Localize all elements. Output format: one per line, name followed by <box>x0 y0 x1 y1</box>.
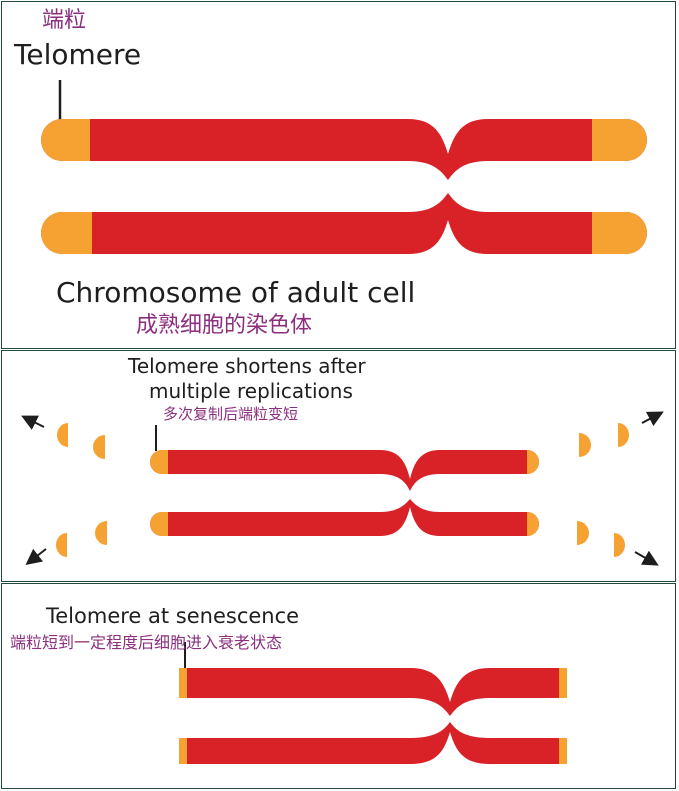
senescent-cap-right-upper <box>559 668 567 698</box>
telomere-cap-right-lower <box>592 212 647 254</box>
short-lower-chromatid <box>150 499 539 536</box>
short-cap-left-upper <box>150 450 168 474</box>
senescent-lower-chromatid <box>179 722 567 764</box>
short-cap-right-upper <box>527 450 539 474</box>
senescence-graphic <box>179 642 567 764</box>
senescence-caption-zh: 端粒短到一定程度后细胞进入衰老状态 <box>10 633 283 652</box>
lower-chromatid <box>41 193 647 254</box>
short-cap-right-lower <box>527 512 539 536</box>
short-cap-left-lower <box>150 512 168 536</box>
telomere-label-zh: 端粒 <box>42 8 87 33</box>
telomere-label-en: Telomere <box>14 38 142 71</box>
senescent-upper-chromatid <box>179 668 567 716</box>
senescent-cap-right-lower <box>559 738 567 764</box>
panel-senescence: Telomere at senescence 端粒短到一定程度后细胞进入衰老状态 <box>1 583 676 789</box>
short-upper-chromatid <box>150 450 539 491</box>
telomere-cap-left-upper <box>41 119 90 161</box>
shortening-caption-zh: 多次复制后端粒变短 <box>163 405 299 423</box>
panel-shortening: Telomere shortens after multiple replica… <box>1 350 676 582</box>
detached-telomere-fragments <box>56 423 629 557</box>
senescent-cap-left-lower <box>179 738 187 764</box>
shortening-graphic <box>21 411 664 566</box>
adult-caption-en: Chromosome of adult cell <box>56 276 416 309</box>
adult-caption-zh: 成熟细胞的染色体 <box>136 313 313 338</box>
shortening-caption-line2: multiple replications <box>149 379 353 403</box>
adult-chromosome-graphic <box>41 80 647 254</box>
senescence-caption-en: Telomere at senescence <box>46 604 300 628</box>
dispersal-arrows <box>21 411 664 566</box>
telomere-cap-right-upper <box>592 119 647 161</box>
telomere-cap-left-lower <box>41 212 92 254</box>
panel-adult-chromosome: 端粒 Telomere Chromosome of adult cell 成熟细… <box>1 1 676 349</box>
upper-chromatid <box>41 119 647 180</box>
senescent-cap-left-upper <box>179 668 187 698</box>
shortening-caption-line1: Telomere shortens after <box>128 354 366 378</box>
